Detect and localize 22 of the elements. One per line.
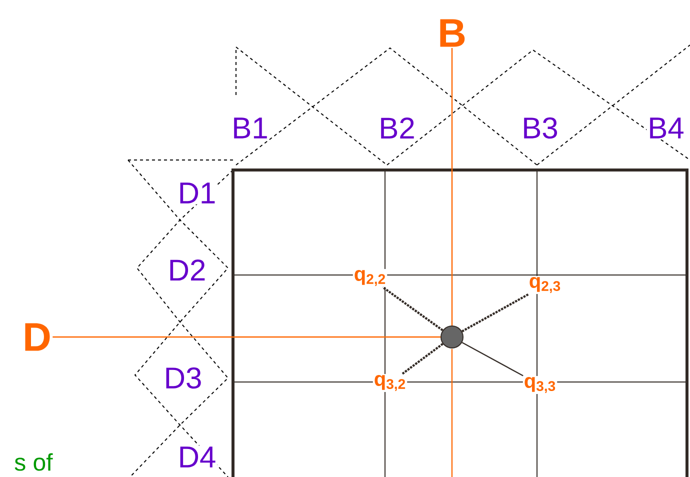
axis-label: B3 — [520, 116, 560, 140]
axis-label: B1 — [230, 116, 270, 140]
axis-letter: B — [436, 18, 468, 48]
axis-letter: D — [22, 322, 52, 352]
point-label: q$_{2,3}$ — [528, 276, 562, 294]
axis-label: B4 — [646, 116, 686, 140]
point-label: q$_{3,2}$ — [372, 374, 408, 392]
axis-label: B2 — [378, 116, 416, 140]
axis-label: D1 — [176, 182, 218, 204]
note-text: s of — [14, 453, 53, 471]
axis-label: D2 — [166, 258, 208, 282]
sample-point — [440, 326, 464, 348]
connector-line — [462, 342, 524, 376]
axis-label: D3 — [162, 366, 204, 390]
connector-line — [462, 293, 530, 332]
connector-line — [52, 336, 440, 338]
connector-line — [402, 342, 444, 375]
connector-line — [382, 286, 444, 332]
axis-label: D4 — [176, 446, 218, 468]
connector-line — [451, 48, 453, 326]
point-label: q$_{3,3}$ — [522, 376, 558, 394]
point-label: q$_{2,2}$ — [352, 268, 388, 288]
